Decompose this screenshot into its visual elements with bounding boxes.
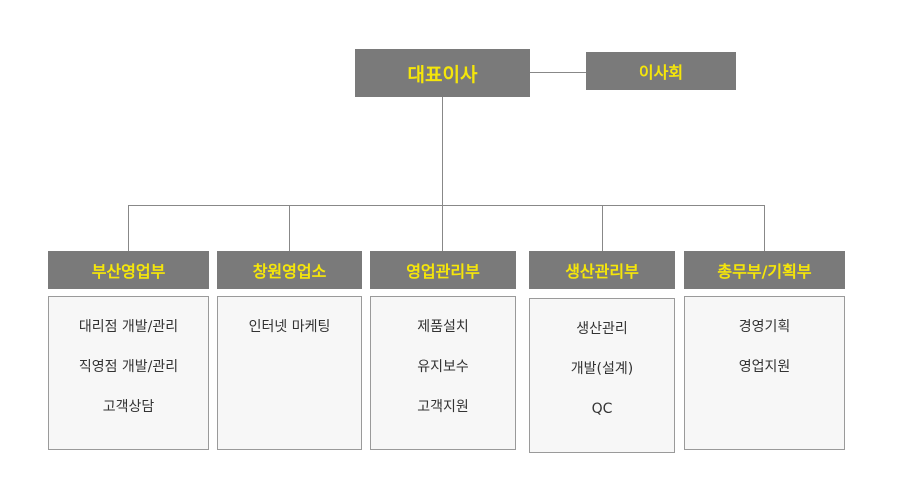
list-item: 고객상담 [102, 399, 155, 415]
ceo-trunk-line [442, 97, 443, 206]
panel-general-affairs-planning: 경영기획 영업지원 [684, 296, 845, 450]
panel-changwon-office: 인터넷 마케팅 [217, 296, 362, 450]
ceo-board-connector [530, 72, 586, 73]
list-item: 직영점 개발/관리 [78, 359, 179, 375]
list-item: 생산관리 [576, 321, 628, 337]
list-item: 영업지원 [738, 359, 791, 375]
drop-line-5 [764, 205, 765, 251]
dept-production-management: 생산관리부 [529, 251, 675, 289]
panel-production-management: 생산관리 개발(설계) QC [529, 298, 675, 453]
list-item: 인터넷 마케팅 [248, 319, 331, 335]
list-item: 개발(설계) [570, 361, 634, 377]
drop-line-2 [289, 205, 290, 251]
panel-sales-management: 제품설치 유지보수 고객지원 [370, 296, 516, 450]
drop-line-3 [442, 205, 443, 251]
list-item: 유지보수 [417, 359, 469, 375]
list-item: 제품설치 [417, 319, 469, 335]
dept-bus-line [128, 205, 765, 206]
dept-sales-management: 영업관리부 [370, 251, 516, 289]
dept-busan-sales: 부산영업부 [48, 251, 209, 289]
dept-general-affairs-planning: 총무부/기획부 [684, 251, 845, 289]
panel-busan-sales: 대리점 개발/관리 직영점 개발/관리 고객상담 [48, 296, 209, 450]
drop-line-1 [128, 205, 129, 251]
list-item: QC [591, 401, 613, 417]
ceo-box: 대표이사 [355, 49, 530, 97]
list-item: 대리점 개발/관리 [78, 319, 179, 335]
dept-changwon-office: 창원영업소 [217, 251, 362, 289]
list-item: 고객지원 [417, 399, 469, 415]
list-item: 경영기획 [738, 319, 791, 335]
board-box: 이사회 [586, 52, 736, 90]
drop-line-4 [602, 205, 603, 251]
